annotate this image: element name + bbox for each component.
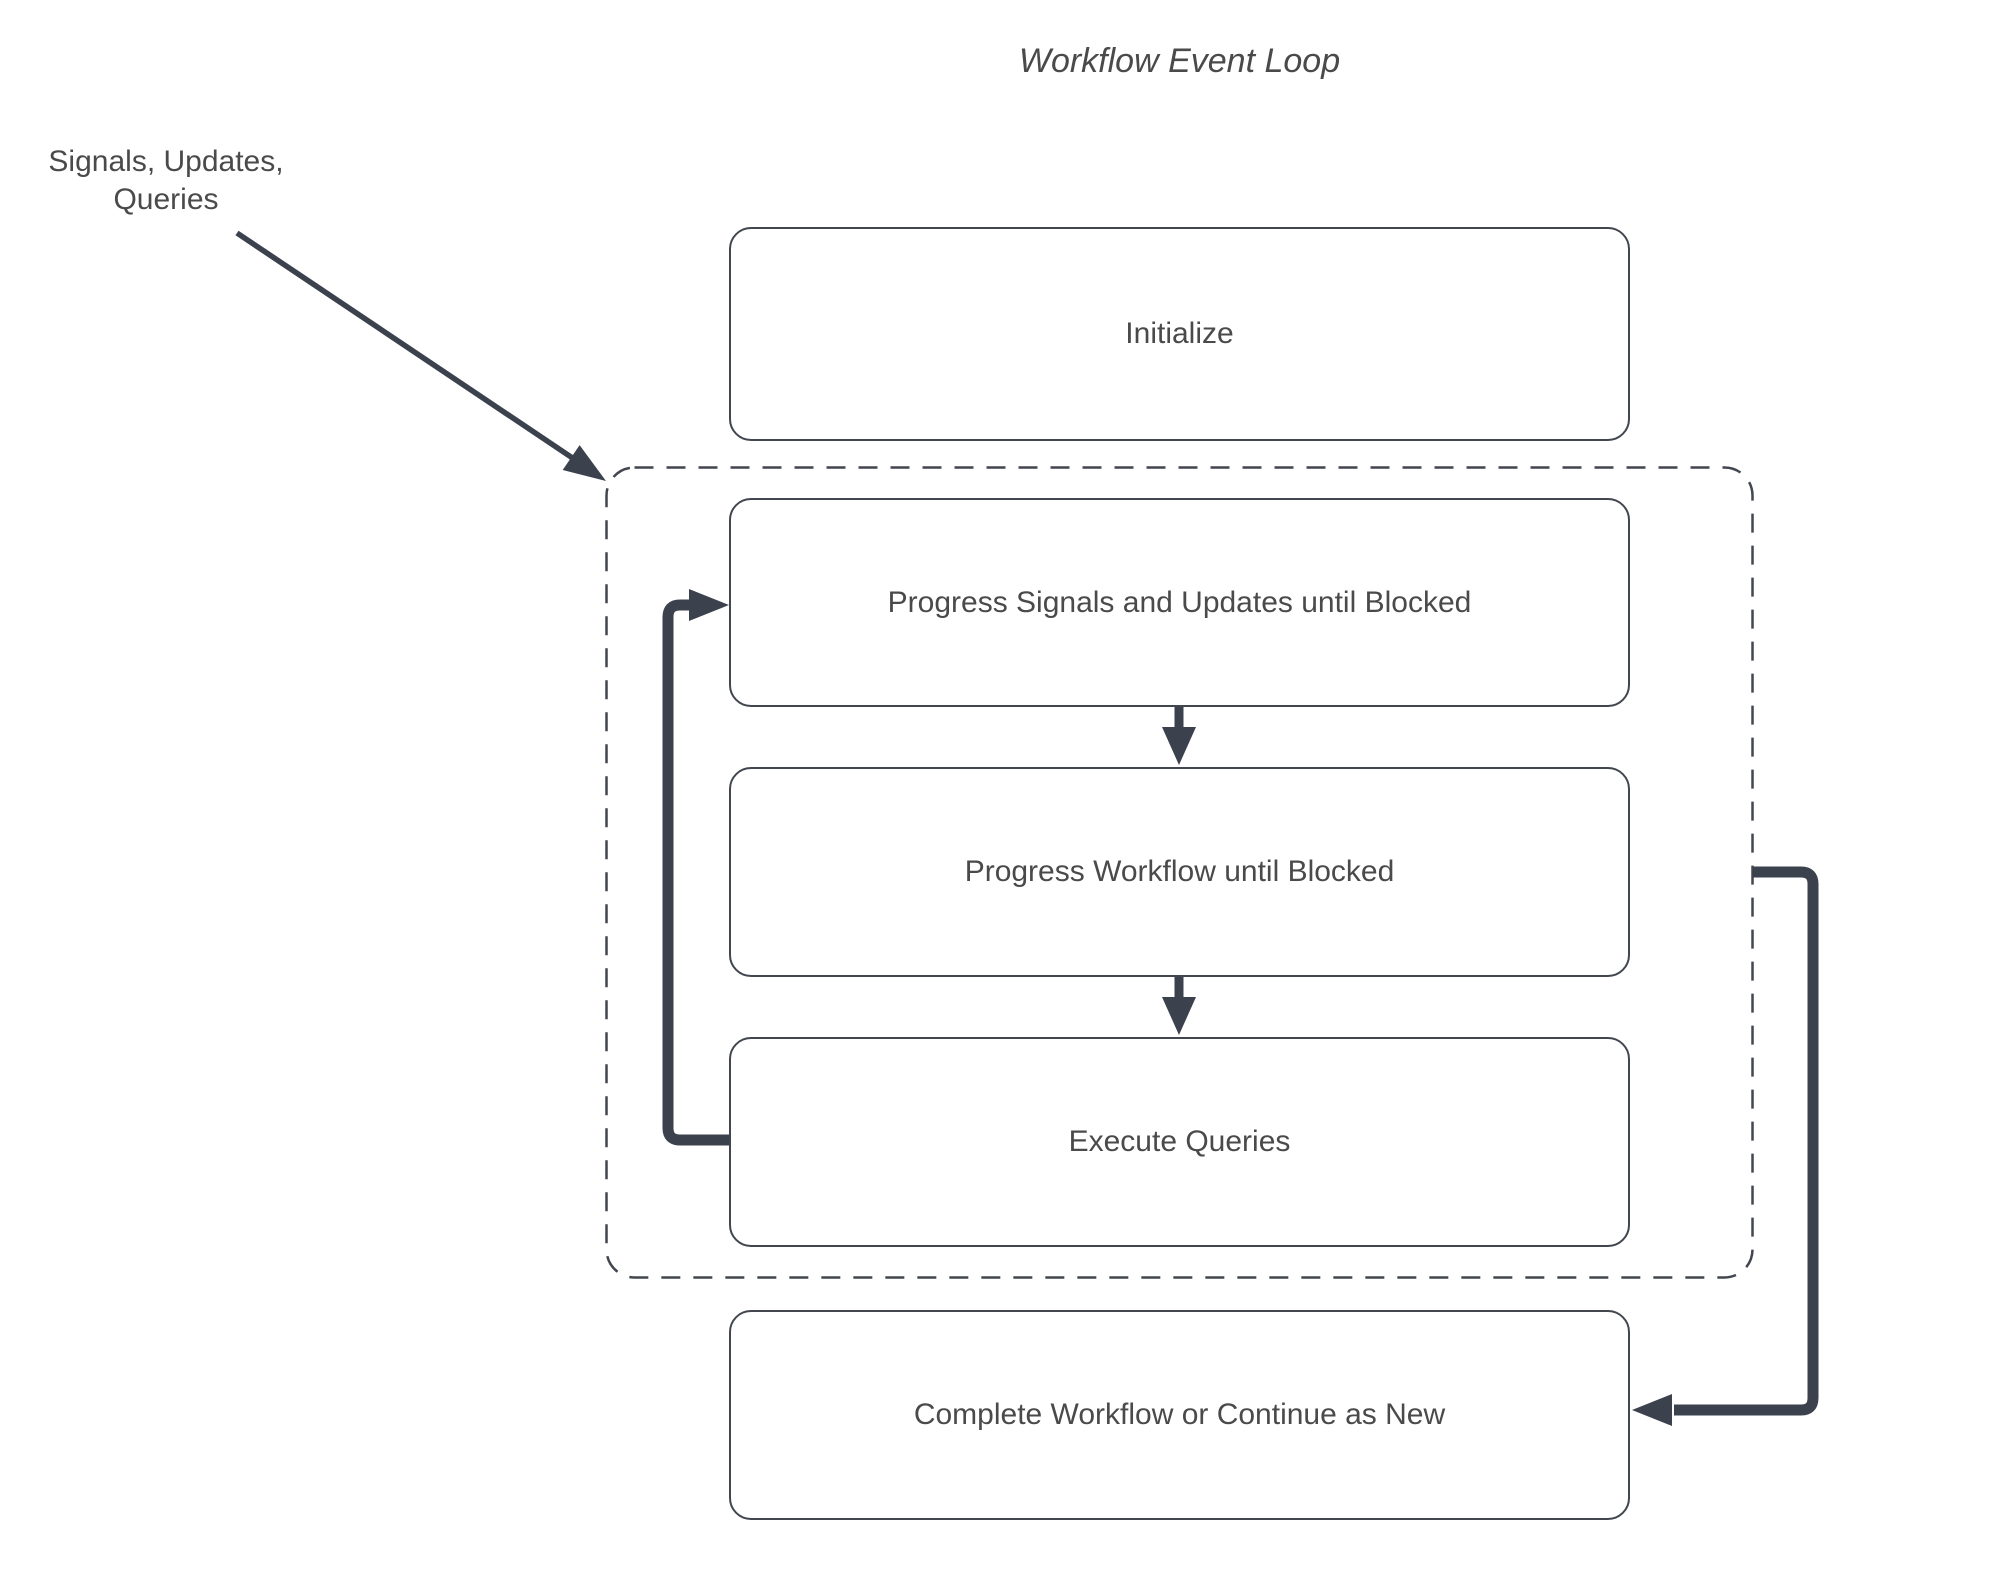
diagram-title: Workflow Event Loop [1018, 42, 1341, 80]
loop-back-arrow [662, 589, 729, 1146]
node-complete-workflow-label: Complete Workflow or Continue as New [913, 1398, 1446, 1431]
node-execute-queries-label: Execute Queries [1068, 1125, 1291, 1158]
node-initialize-label: Initialize [1125, 317, 1234, 350]
signals-updates-queries-label: Signals, Updates, Queries [48, 145, 284, 216]
node-progress-signals-label: Progress Signals and Updates until Block… [887, 585, 1472, 619]
node-complete-workflow: Complete Workflow or Continue as New [729, 1310, 1630, 1520]
exit-loop-arrow [1632, 866, 1819, 1426]
node-progress-workflow: Progress Workflow until Blocked [729, 767, 1630, 977]
arrow-workflow-to-queries [1162, 977, 1196, 1035]
node-execute-queries: Execute Queries [729, 1037, 1630, 1247]
input-events-arrow [235, 230, 606, 481]
node-progress-signals-and-updates: Progress Signals and Updates until Block… [729, 498, 1630, 707]
node-progress-workflow-label: Progress Workflow until Blocked [964, 855, 1395, 888]
arrow-signals-to-workflow [1162, 707, 1196, 765]
node-initialize: Initialize [729, 227, 1630, 441]
